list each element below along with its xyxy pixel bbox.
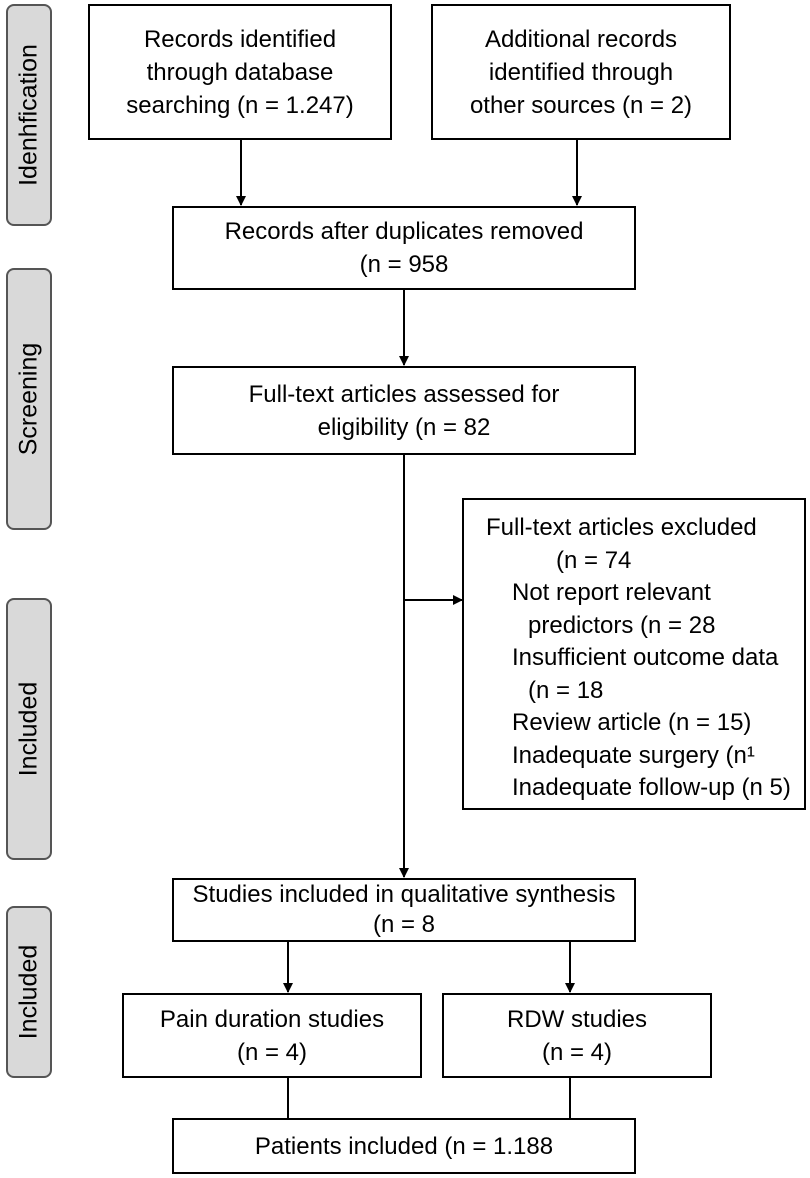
box-patients-included: Patients included (n = 1.188 bbox=[172, 1118, 636, 1174]
excluded-title: Full-text articles excluded bbox=[486, 514, 757, 541]
box-qualitative-synthesis: Studies included in qualitative synthesi… bbox=[172, 878, 636, 942]
box-full-text-excluded: Full-text articles excluded (n = 74 Not … bbox=[462, 498, 806, 810]
box-pain-duration-studies: Pain duration studies (n = 4) bbox=[122, 993, 422, 1078]
box-rdw-studies: RDW studies (n = 4) bbox=[442, 993, 712, 1078]
box-full-text-assessed: Full-text articles assessed for eligibil… bbox=[172, 366, 636, 455]
box-other-sources: Additional records identified through ot… bbox=[431, 4, 731, 140]
box-after-duplicates: Records after duplicates removed (n = 95… bbox=[172, 206, 636, 290]
excluded-reason: (n = 18 bbox=[528, 676, 604, 704]
excluded-reason: predictors (n = 28 bbox=[528, 611, 716, 639]
box-database-records: Records identified through database sear… bbox=[88, 4, 392, 140]
excluded-reason: Inadequate surgery (n¹ bbox=[512, 741, 755, 769]
phase-screening: Screening bbox=[6, 268, 52, 530]
phase-included-1: Included bbox=[6, 598, 52, 860]
phase-identification: Idenhfication bbox=[6, 4, 52, 226]
excluded-reason: Inadequate follow-up (n 5) bbox=[512, 774, 791, 801]
excluded-reason: Review article (n = 15) bbox=[512, 709, 752, 736]
phase-included-2: Included bbox=[6, 906, 52, 1078]
excluded-reason: Not report relevant bbox=[512, 579, 711, 606]
excluded-total: (n = 74 bbox=[556, 546, 632, 574]
excluded-reason: Insufficient outcome data bbox=[512, 644, 779, 671]
